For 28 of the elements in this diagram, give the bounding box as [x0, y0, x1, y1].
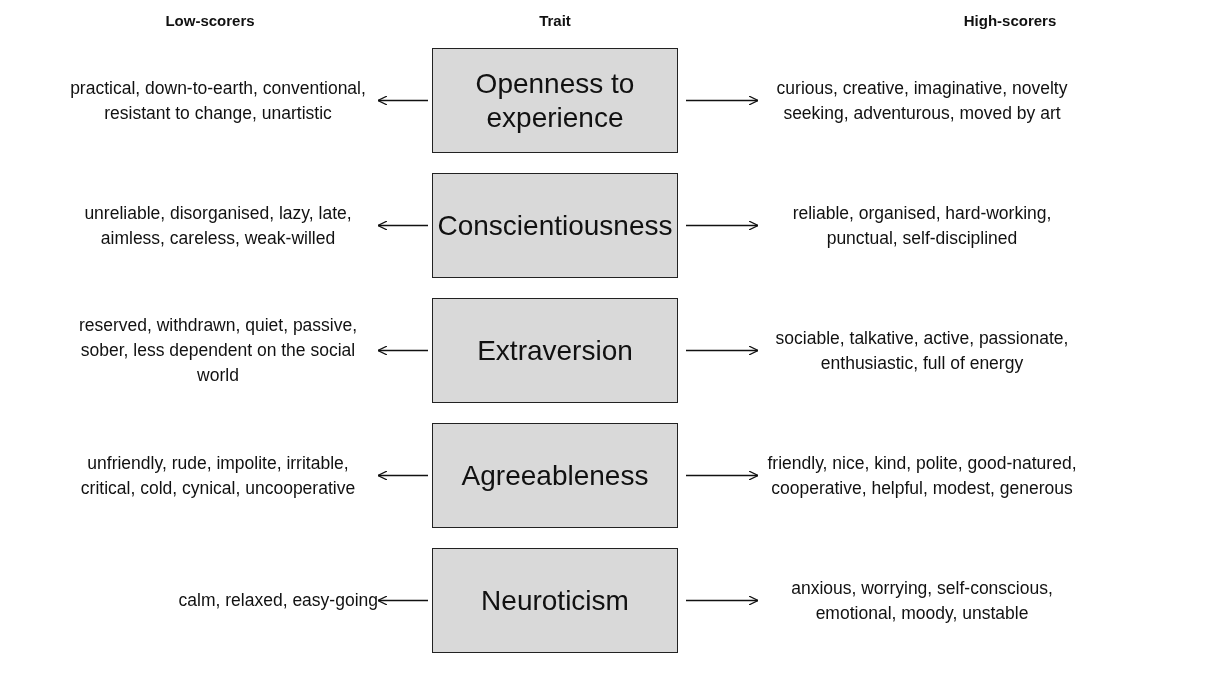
column-heading: Trait — [538, 12, 572, 29]
column-heading: Low-scorers — [164, 12, 256, 29]
trait-description: unreliable, disorganised, lazy, late, aimless, careless, weak-willed — [58, 200, 378, 251]
trait-box: Extraversion — [432, 298, 678, 403]
trait-description: sociable, talkative, active, passionate, enthusiastic, full of energy — [762, 325, 1082, 376]
arrow — [685, 95, 759, 106]
trait-description: reliable, organised, hard-working, punctual, self-disciplined — [762, 200, 1082, 251]
arrow — [377, 220, 429, 231]
trait-description: practical, down-to-earth, conventional, resistant to change, unartistic — [58, 75, 378, 126]
arrow — [377, 595, 429, 606]
trait-box: Agreeableness — [432, 423, 678, 528]
trait-description: unfriendly, rude, impolite, irritable, critical, cold, cynical, uncooperative — [58, 450, 378, 501]
trait-description: anxious, worrying, self-conscious, emotional, moody, unstable — [762, 575, 1082, 626]
trait-box: Neuroticism — [432, 548, 678, 653]
arrow — [377, 95, 429, 106]
arrow — [377, 470, 429, 481]
column-heading: High-scorers — [962, 12, 1058, 29]
trait-description: calm, relaxed, easy-going — [178, 587, 378, 614]
trait-description: friendly, nice, kind, polite, good-natured, cooperative, helpful, modest, generous — [762, 450, 1082, 501]
arrow — [685, 220, 759, 231]
trait-description: curious, creative, imaginative, novelty seeking, adventurous, moved by art — [762, 75, 1082, 126]
arrow — [377, 345, 429, 356]
trait-box: Openness to experience — [432, 48, 678, 153]
arrow — [685, 345, 759, 356]
arrow — [685, 470, 759, 481]
trait-description: reserved, withdrawn, quiet, passive, sober, less dependent on the social world — [58, 312, 378, 389]
trait-box: Conscientiousness — [432, 173, 678, 278]
arrow — [685, 595, 759, 606]
